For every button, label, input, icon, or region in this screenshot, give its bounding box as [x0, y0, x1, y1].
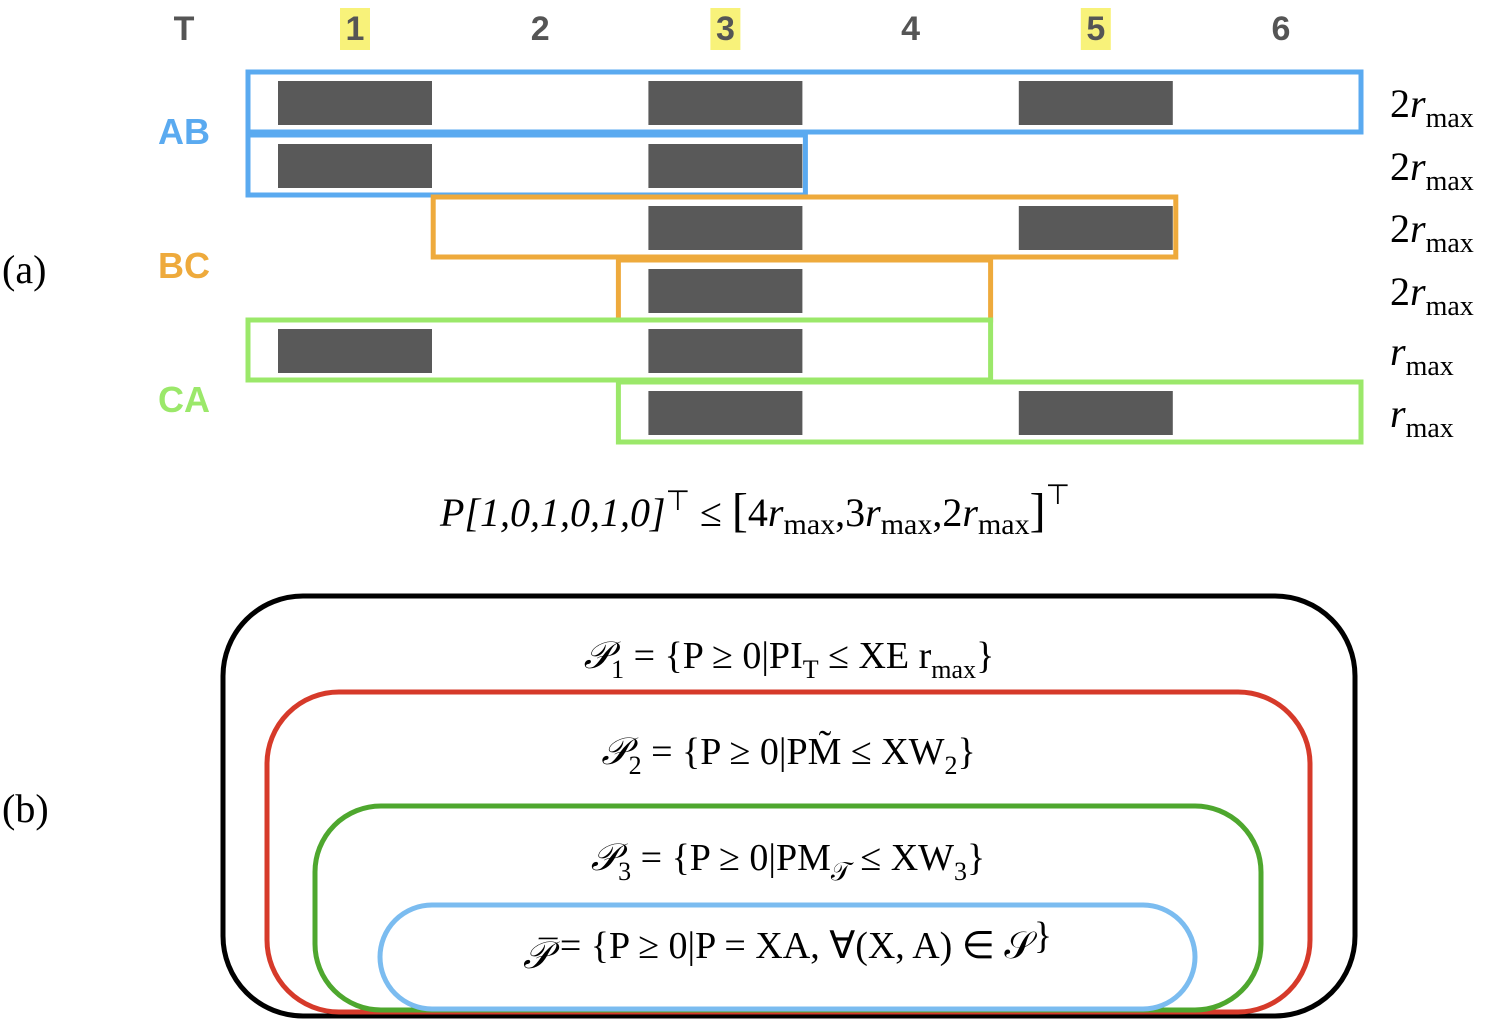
active-slot-block	[278, 81, 432, 125]
timeslot-label: 1	[346, 10, 365, 48]
timeslot-label: 3	[716, 10, 735, 48]
time-axis-label: T	[174, 10, 195, 48]
inequality-constraint: P[1,0,1,0,1,0]⊤ ≤ [4rmax,3rmax,2rmax]⊤	[439, 480, 1070, 541]
group-labels: AB BC CA	[158, 111, 210, 420]
panel-a-label: (a)	[2, 247, 46, 292]
row-capacity-label: 2rmax	[1390, 81, 1474, 134]
active-slot-block	[648, 391, 803, 435]
row-capacity-label: 2rmax	[1390, 144, 1474, 197]
row-capacity-label: 2rmax	[1390, 206, 1474, 259]
link-row: rmax	[245, 317, 1454, 383]
active-slot-block	[1018, 391, 1173, 435]
timeslot-label: 5	[1086, 10, 1105, 48]
set-definition: 𝒫2 = {P ≥ 0|PM̃ ≤ XW2}	[601, 731, 976, 780]
timeslot-label: 2	[531, 10, 550, 48]
set-definition: 𝒫1 = {P ≥ 0|PIT ≤ XE rmax}	[584, 635, 995, 684]
active-slot-block	[648, 144, 803, 188]
group-label-ab: AB	[158, 111, 210, 152]
active-slot-block	[648, 206, 803, 250]
link-row: 2rmax	[245, 69, 1474, 135]
nested-sets: 𝒫1 = {P ≥ 0|PIT ≤ XE rmax} 𝒫2 = {P ≥ 0|PM…	[220, 593, 1358, 1019]
link-window-box	[245, 69, 1364, 135]
panel-b: (b) 𝒫1 = {P ≥ 0|PIT ≤ XE rmax} 𝒫2 = {P ≥ …	[2, 593, 1358, 1019]
timeslot-label: 6	[1272, 10, 1291, 48]
set-definition: 𝒫3 = {P ≥ 0|PM𝒯 ≤ XW3}	[591, 837, 986, 886]
link-row: 2rmax	[245, 132, 1474, 198]
set-definition: 𝒫̅ = {P ≥ 0|P = XA, ∀(X, A) ∈ 𝒮}	[523, 915, 1052, 977]
row-capacity-label: rmax	[1390, 391, 1454, 444]
link-row: 2rmax	[615, 257, 1474, 323]
timeslot-highlight	[1080, 8, 1111, 50]
active-slot-block	[648, 269, 803, 313]
active-slot-block	[278, 144, 432, 188]
active-slot-block	[278, 329, 432, 373]
active-slot-block	[648, 81, 803, 125]
link-window-box	[430, 194, 1179, 260]
active-slot-block	[648, 329, 803, 373]
link-rows: 2rmax 2rmax 2rmax 2rmax rmax rmax	[245, 69, 1474, 445]
timeslot-label: 4	[901, 10, 920, 48]
link-row: 2rmax	[430, 194, 1474, 260]
row-capacity-label: rmax	[1390, 329, 1454, 382]
active-slot-block	[1018, 206, 1173, 250]
set-boundary	[377, 902, 1198, 1012]
group-label-bc: BC	[158, 245, 210, 286]
timeslot-header: 1 2 3 4 5 6	[340, 8, 1290, 50]
active-slot-block	[1018, 81, 1173, 125]
row-capacity-label: 2rmax	[1390, 269, 1474, 322]
set-boundary	[220, 593, 1358, 1019]
panel-b-label: (b)	[2, 786, 49, 831]
link-window-box	[615, 379, 1364, 445]
timeslot-highlight	[340, 8, 370, 50]
timeslot-highlight	[710, 8, 741, 50]
link-row: rmax	[615, 379, 1454, 445]
group-label-ca: CA	[158, 379, 210, 420]
